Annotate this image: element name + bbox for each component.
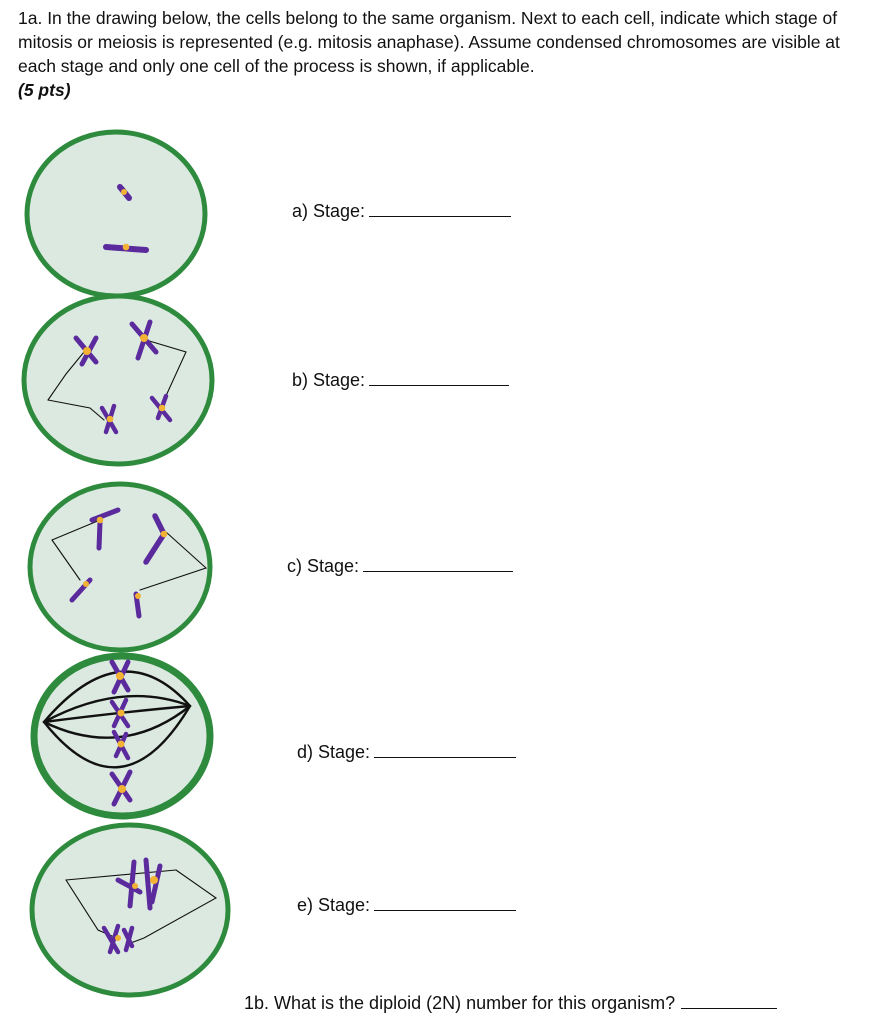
stage-a-row: a) Stage:: [292, 198, 512, 222]
stage-c-row: c) Stage:: [287, 553, 514, 577]
stage-c-label: c) Stage:: [287, 556, 360, 576]
stage-e-blank[interactable]: [374, 892, 517, 911]
cell-a: [24, 129, 208, 299]
stage-e-row: e) Stage:: [297, 892, 517, 916]
cell-c: [27, 481, 213, 653]
stage-a-blank[interactable]: [369, 198, 512, 217]
stage-d-row: d) Stage:: [297, 739, 517, 763]
question-1a-text: 1a. In the drawing below, the cells belo…: [18, 6, 863, 102]
stage-e-label: e) Stage:: [297, 895, 371, 915]
stage-d-blank[interactable]: [374, 739, 517, 758]
stage-c-blank[interactable]: [363, 553, 514, 572]
question-1b: 1b. What is the diploid (2N) number for …: [244, 990, 778, 1014]
cell-drawings: [21, 129, 231, 998]
cell-b: [21, 293, 215, 467]
stage-b-label: b) Stage:: [292, 370, 366, 390]
points-label: (5 pts): [18, 80, 71, 100]
question-1a-body: 1a. In the drawing below, the cells belo…: [18, 8, 840, 76]
stage-b-row: b) Stage:: [292, 367, 510, 391]
cell-e: [29, 822, 231, 998]
stage-d-label: d) Stage:: [297, 742, 371, 762]
diploid-number-blank[interactable]: [681, 990, 778, 1009]
cell-d: [30, 652, 214, 820]
question-1b-text: 1b. What is the diploid (2N) number for …: [244, 993, 676, 1013]
stage-b-blank[interactable]: [369, 367, 510, 386]
stage-a-label: a) Stage:: [292, 201, 366, 221]
